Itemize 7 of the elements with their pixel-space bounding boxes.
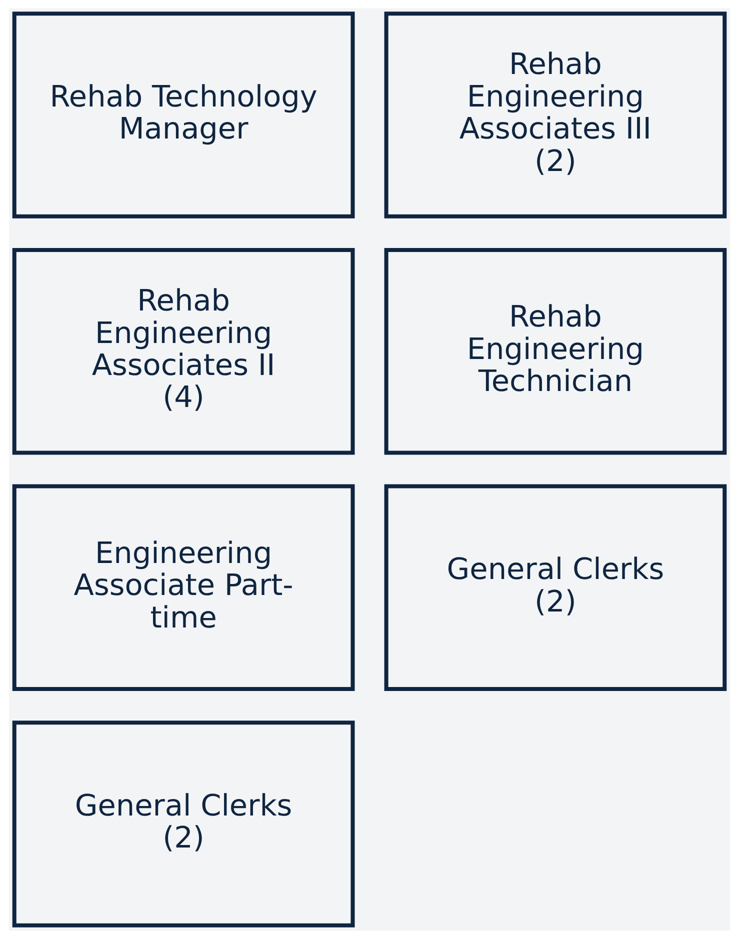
node-box: Rehab Technology Manager: [12, 12, 354, 218]
node-box: General Clerks (2): [384, 484, 726, 692]
node-box: Rehab Engineering Technician: [384, 248, 726, 455]
node-box: Rehab Engineering Associates II (4): [12, 248, 354, 455]
node-box: Rehab Engineering Associates III (2): [384, 12, 726, 218]
node-box: General Clerks (2): [12, 720, 354, 928]
node-box: Engineering Associate Part-time: [12, 484, 354, 692]
